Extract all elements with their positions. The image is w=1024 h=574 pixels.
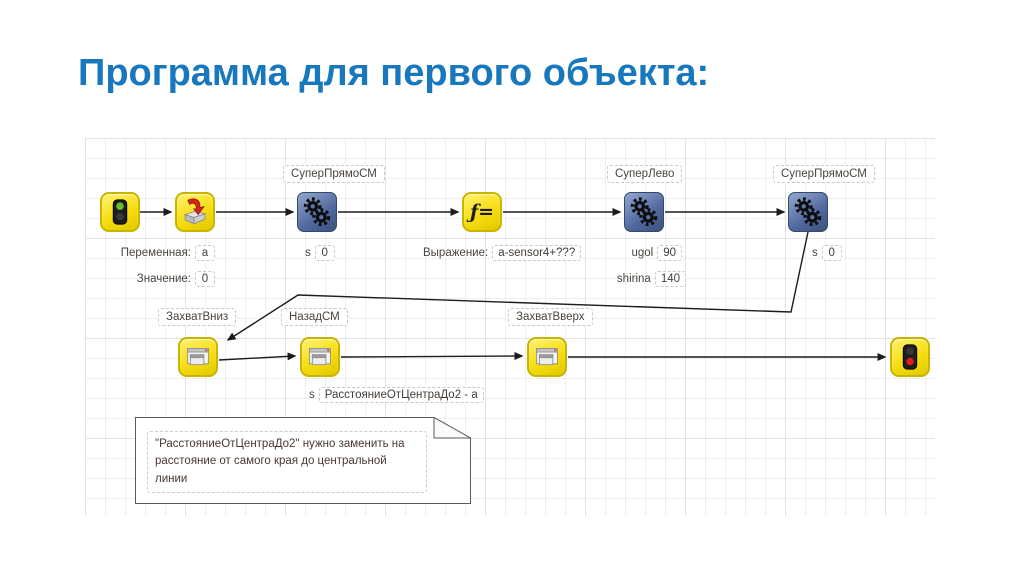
function-block: ƒ= [462,192,502,232]
super-pryamo-sm-block-1 [297,192,337,232]
param-value-box: 0 [821,245,842,261]
gears-icon [303,197,331,227]
block-caption-super-pryamo-1: СуперПрямоСМ [283,165,385,183]
comment-note: "РасстояниеОтЦентраДо2" нужно заменить н… [135,417,471,504]
param-row-value: Значение: 0 [137,271,215,287]
start-block [100,192,140,232]
param-label: s [309,389,315,401]
param-label: ugol [631,247,654,259]
assign-arrow-box-icon [183,198,207,225]
param-value-box: 140 [654,271,686,287]
subprogram-window-icon [536,348,558,366]
nazad-sm-block [300,337,340,377]
param-label: Значение: [136,273,191,285]
param-row-s1: s 0 [305,245,335,261]
block-caption-nazad-sm: НазадСМ [281,308,348,326]
block-caption-zahvat-vverh: ЗахватВверх [508,308,593,326]
note-text: "РасстояниеОтЦентраДо2" нужно заменить н… [147,431,427,493]
param-value-box: a [195,245,215,261]
param-row-ugol: ugol 90 [631,245,682,261]
gears-icon [630,197,658,227]
subprogram-window-icon [309,348,331,366]
traffic-light-end-icon [902,344,918,370]
param-row-variable: Переменная: a [121,245,215,261]
param-label: shirina [616,273,651,285]
param-value-box: 0 [195,271,215,287]
super-pryamo-sm-block-2 [788,192,828,232]
block-caption-zahvat-vniz: ЗахватВниз [158,308,237,326]
function-icon: ƒ= [469,200,495,223]
super-levo-block [624,192,664,232]
block-caption-super-levo: СуперЛево [607,165,683,183]
param-label: Выражение: [423,247,489,259]
param-value-box: 90 [657,245,682,261]
param-row-s2: s 0 [812,245,842,261]
gears-icon [794,197,822,227]
param-row-shirina: shirina 140 [617,271,686,287]
zahvat-vniz-block [178,337,218,377]
param-value-box: 0 [314,245,335,261]
param-label: s [812,247,818,259]
end-block [890,337,930,377]
assign-variable-block [175,192,215,232]
param-value-box: РасстояниеОтЦентраДо2 - а [318,387,484,403]
param-value-box: a-sensor4+??? [492,245,582,261]
slide-title: Программа для первого объекта: [78,52,710,94]
param-row-expression: Выражение: a-sensor4+??? [423,245,582,261]
zahvat-vverh-block [527,337,567,377]
param-label: Переменная: [120,247,191,259]
traffic-light-start-icon [112,199,128,225]
param-label: s [305,247,311,259]
block-caption-super-pryamo-2: СуперПрямоСМ [773,165,875,183]
param-row-s3: s РасстояниеОтЦентраДо2 - а [309,387,484,403]
subprogram-window-icon [187,348,209,366]
